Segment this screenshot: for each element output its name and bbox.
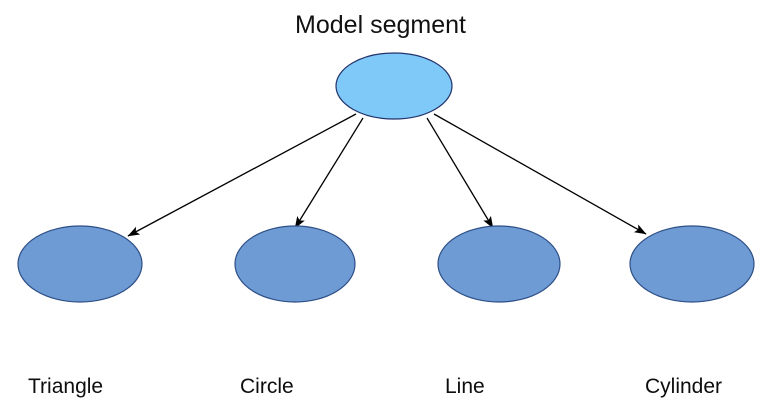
edge-root-to-cylinder [433,113,647,235]
circle-segment-node-ellipse[interactable] [234,225,356,303]
circle-segment-label: Circle segment [240,322,321,405]
circle-segment-label-line1: Circle [240,375,294,398]
triangle-segment-label-line1: Triangle [28,375,104,398]
line-segment-node-ellipse[interactable] [437,225,561,303]
page-title: Model segment [295,11,466,39]
cylinder-segment-label-line1: Cylinder [645,375,723,398]
line-segment-label-line1: Line [445,375,485,398]
cylinder-segment-node-ellipse[interactable] [629,225,755,303]
edge-root-to-circle [294,117,364,229]
cylinder-segment-label: Cylinder segment [645,322,726,405]
triangle-segment-label: Triangle segment [28,322,109,405]
line-segment-label: Line segment [445,322,526,405]
edge-root-to-line [426,117,494,229]
triangle-segment-node-ellipse[interactable] [17,225,143,303]
root-node-ellipse[interactable] [335,52,453,120]
edge-root-to-triangle [127,113,357,237]
edge-group [127,113,647,237]
child-node-group [17,225,755,303]
